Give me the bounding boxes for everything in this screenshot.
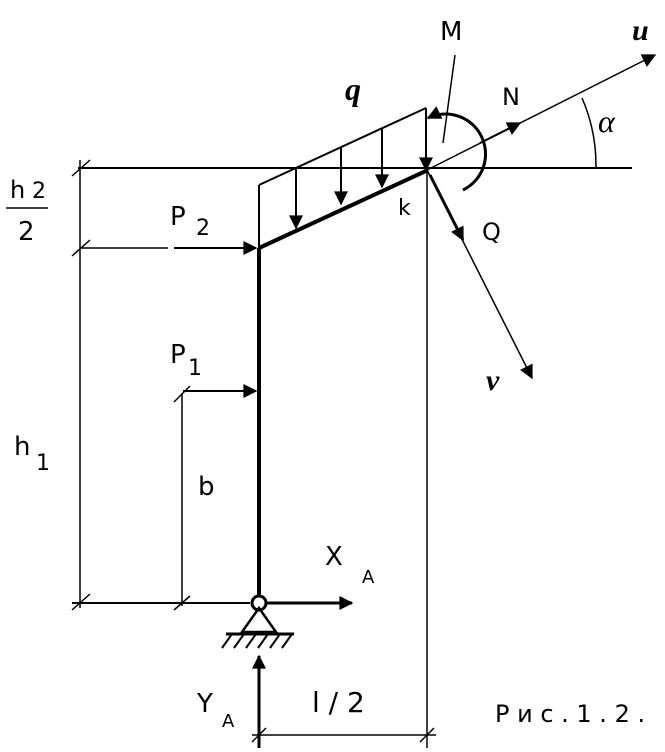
- support-triangle: [239, 605, 279, 634]
- support-hatching: [221, 633, 293, 649]
- label-ya-sub: A: [222, 711, 235, 732]
- label-m: M: [440, 17, 462, 47]
- alpha-arc: [581, 97, 597, 169]
- q-load-top-edge: [258, 107, 427, 186]
- label-p2: P: [170, 202, 186, 232]
- label-p1: P: [170, 340, 186, 370]
- l2-tick-right: [419, 727, 435, 743]
- label-b: b: [198, 472, 215, 502]
- label-ya: Y: [196, 689, 213, 719]
- label-xa: X: [325, 542, 343, 572]
- moment-leader: [442, 54, 456, 144]
- label-h2-den: 2: [18, 217, 35, 247]
- b-dim-tick-top: [173, 385, 191, 403]
- label-k: k: [398, 196, 411, 221]
- inclined-beam: [258, 168, 429, 250]
- label-xa-sub: A: [362, 567, 375, 588]
- q-force-arrow: [428, 174, 465, 242]
- moment-arc: [426, 106, 487, 192]
- label-n: N: [502, 83, 520, 111]
- u-axis: [426, 54, 657, 171]
- label-p2-sub: 2: [196, 216, 210, 241]
- label-h2-sub: 2: [32, 179, 46, 204]
- label-p1-sub: 1: [188, 356, 202, 381]
- label-v: v: [486, 364, 500, 397]
- label-h1-sub: 1: [36, 451, 50, 476]
- label-u: u: [632, 14, 649, 47]
- dim-tick-top: [71, 159, 91, 177]
- label-h2: h: [10, 176, 25, 204]
- label-q-load: q: [345, 71, 361, 107]
- label-alpha: α: [598, 103, 616, 139]
- l2-tick-left: [251, 727, 267, 743]
- label-h1: h: [14, 432, 30, 462]
- figure-caption: Р и с . 1 . 2 .: [495, 700, 645, 728]
- label-l2: l / 2: [312, 686, 365, 719]
- label-q-force: Q: [482, 218, 501, 246]
- n-arrow: [479, 122, 522, 144]
